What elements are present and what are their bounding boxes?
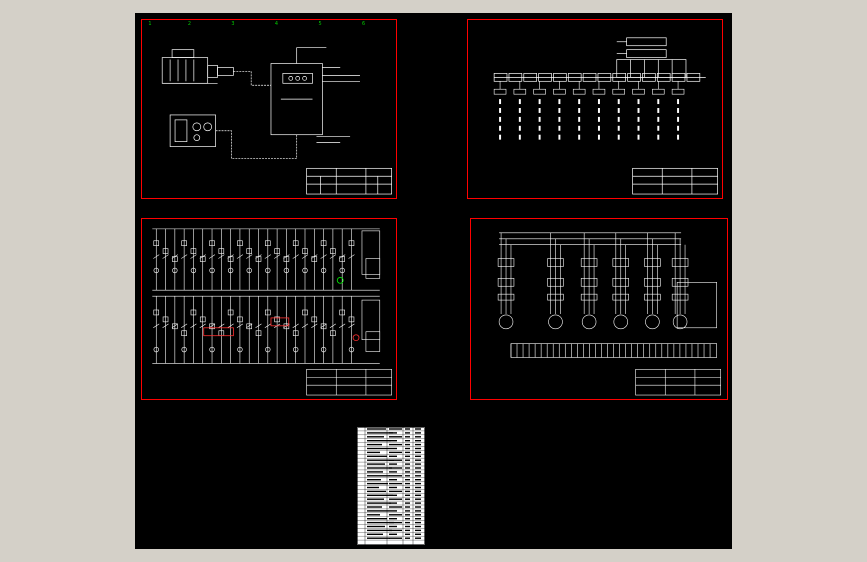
highlight-green-marks [336, 276, 344, 284]
drawing-canvas[interactable]: 1 2 3 4 5 6 [135, 13, 732, 549]
zone-marks: 1 2 3 4 5 6 [148, 21, 365, 27]
svg-text:6: 6 [362, 21, 365, 27]
motor-nameplate [171, 49, 195, 58]
svg-text:3: 3 [231, 21, 234, 27]
sheet-terminal-list[interactable] [467, 19, 723, 199]
bom-grid [357, 427, 425, 545]
title-block [632, 167, 718, 195]
bill-of-materials-table[interactable] [357, 427, 425, 545]
layout-overview-drawing: 1 2 3 4 5 6 [148, 21, 392, 195]
title-block [306, 369, 392, 396]
control-schematic-drawing [152, 228, 392, 396]
highlight-red-marks [203, 317, 360, 342]
sheet-layout-overview[interactable]: 1 2 3 4 5 6 [141, 19, 397, 199]
motor-body [161, 57, 209, 84]
power-circuit-drawing [497, 232, 721, 396]
svg-text:2: 2 [188, 21, 191, 27]
svg-text:5: 5 [318, 21, 321, 27]
terminal-list-drawing [493, 37, 718, 195]
svg-text:4: 4 [275, 21, 278, 27]
title-block [635, 369, 721, 396]
sheet-power-circuit[interactable] [470, 218, 728, 400]
title-block [306, 167, 392, 195]
sheet-control-schematic[interactable] [141, 218, 397, 400]
svg-text:1: 1 [148, 21, 151, 27]
